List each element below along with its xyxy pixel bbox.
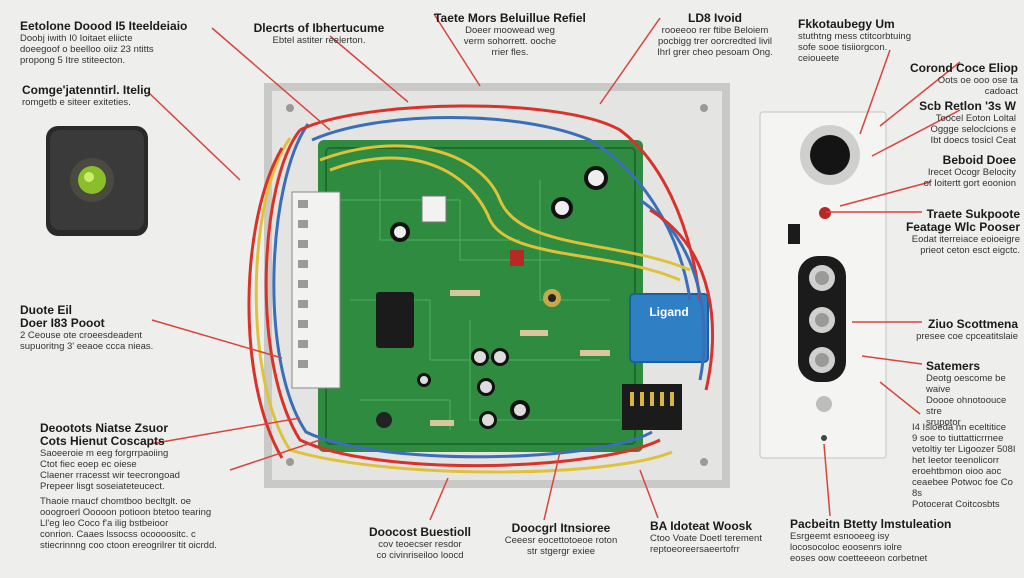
label-body: Oots oe ooo ose ta cadoact xyxy=(937,75,1018,97)
label-title: Satemers xyxy=(926,359,981,373)
label-body: Deotg oescome be waive Doooe ohnotoouce … xyxy=(926,373,1007,428)
circuit-board xyxy=(291,140,709,452)
label-title: Comge'jatenntirl. Itelig xyxy=(22,83,151,97)
label-body: Ebtel astiter reelerton. xyxy=(272,35,366,46)
label-body: cov teoecser resdor co civinriseiloo loo… xyxy=(376,539,464,561)
label-right-7: I4 Isioeda nn eceltitice 9 soe to tiutta… xyxy=(912,422,1022,510)
label-top-center-1: Dlecrts of Ibhertucume Ebtel astiter ree… xyxy=(244,21,394,47)
label-title: BA Idoteat Woosk xyxy=(650,519,753,533)
label-body: Doeer moowead weg verm sohorrett. ooche … xyxy=(463,25,557,58)
label-left-2: Deootots Niatse Zsuor Cots Hienut Coscap… xyxy=(40,421,220,493)
label-title: Taete Mors Beluillue Refiel xyxy=(434,11,586,25)
module-label: Ligand xyxy=(636,306,702,319)
label-body: Ctoo Voate Doetl terement reptoeoreersae… xyxy=(650,533,762,555)
label-title: Corond Coce Eliop xyxy=(910,61,1018,75)
label-title: Traete Sukpoote xyxy=(926,207,1020,221)
label-body: Esrgeemt esnooeeg isy locosocoloc eoosen… xyxy=(790,531,928,564)
doorbell-button-icon xyxy=(46,126,148,236)
callout-lines xyxy=(147,13,961,521)
module-text: Ligand xyxy=(649,305,689,319)
label-right-3: Beboid Doee Irecet Ocogr Belocity of Ioi… xyxy=(896,153,1016,190)
label-body: 2 Ceouse ote croeesdeadent supuoritng 3'… xyxy=(20,330,154,352)
label-body: Thaoie rnaucf chomtboo becltglt. oe ooog… xyxy=(40,496,217,551)
label-top-right-1: Fkkotaubegy Um stuthtng mess ctitcorbtui… xyxy=(798,17,928,65)
label-title: Ziuo Scottmena xyxy=(927,317,1018,331)
label-title: LD8 Ivoid xyxy=(687,11,742,25)
label-body: Doobj iwith I0 Ioitaet eliicte doeegoof … xyxy=(20,33,154,66)
label-right-2: Scb Retlon '3s W Toocel Eoton Loltal Ogg… xyxy=(898,99,1016,147)
capacitors xyxy=(376,166,608,429)
label-right-4: Traete Sukpoote Featage Wlc Pooser Eodat… xyxy=(890,207,1020,257)
label-left-3: Thaoie rnaucf chomtboo becltglt. oe ooog… xyxy=(40,496,270,551)
wiring xyxy=(247,104,715,474)
label-bottom-1: Doocost Buestioll cov teoecser resdor co… xyxy=(350,525,490,562)
label-title: Doocgrl Itnsioree xyxy=(511,521,611,535)
label-title: Deootots Niatse Zsuor Cots Hienut Coscap… xyxy=(40,421,169,448)
label-right-5: Ziuo Scottmena presee coe cpceatitslaie xyxy=(900,317,1018,343)
label-right-1: Corond Coce Eliop Oots oe ooo ose ta cad… xyxy=(898,61,1018,98)
label-body: Saoeeroie m eeg forgrrpaoiing Ctot fiec … xyxy=(40,448,180,492)
label-right-6: Satemers Deotg oescome be waive Doooe oh… xyxy=(926,359,1022,429)
label-body: stuthtng mess ctitcorbtuing sofe sooe ti… xyxy=(798,31,911,64)
label-title: Scb Retlon '3s W xyxy=(919,99,1016,113)
label-body: I4 Isioeda nn eceltitice 9 soe to tiutta… xyxy=(912,422,1016,510)
label-title-2: Featage Wlc Pooser xyxy=(905,220,1020,234)
label-title: Doocost Buestioll xyxy=(368,525,471,539)
label-bottom-3: BA Idoteat Woosk Ctoo Voate Doetl tereme… xyxy=(650,519,790,556)
label-body: rooeeoo rer ftibe Beloiem pocbigg trer o… xyxy=(657,25,773,58)
label-title: Duote Eil Doer I83 Pooot xyxy=(20,303,105,330)
label-body: Eodat iterreiace eoioeigre prieot ceton … xyxy=(911,234,1020,256)
label-title: Eetolone Doood I5 Iteeldeiaio xyxy=(20,19,188,33)
label-body: Irecet Ocogr Belocity of Ioitertt gort e… xyxy=(923,167,1016,189)
label-top-left-1: Eetolone Doood I5 Iteeldeiaio Doobj iwit… xyxy=(20,19,250,67)
label-bottom-4: Pacbeitn Btetty lmstuleation Esrgeemt es… xyxy=(790,517,960,565)
label-title: Pacbeitn Btetty lmstuleation xyxy=(790,517,952,531)
wireless-module xyxy=(629,293,709,363)
label-top-center-2: Taete Mors Beluillue Refiel Doeer moowea… xyxy=(430,11,590,59)
switch-plate-icon xyxy=(759,111,887,459)
label-top-left-2: Comge'jatenntirl. Itelig romgetb e sitee… xyxy=(22,83,192,109)
label-bottom-2: Doocgrl Itnsioree Ceeesr eocettotoeoe ro… xyxy=(486,521,636,558)
label-title: Beboid Doee xyxy=(942,153,1016,167)
label-body: presee coe cpceatitslaie xyxy=(916,331,1018,342)
label-title: Fkkotaubegy Um xyxy=(798,17,895,31)
label-left-1: Duote Eil Doer I83 Pooot 2 Ceouse ote cr… xyxy=(20,303,170,353)
label-body: Toocel Eoton Loltal Oggge seloclcions e … xyxy=(930,113,1016,146)
label-body: romgetb e siteer exiteties. xyxy=(22,97,131,108)
label-title: Dlecrts of Ibhertucume xyxy=(253,21,385,35)
label-body: Ceeesr eocettotoeoe roton str stgergr ex… xyxy=(504,535,618,557)
label-top-center-3: LD8 Ivoid rooeeoo rer ftibe Beloiem pocb… xyxy=(650,11,780,59)
